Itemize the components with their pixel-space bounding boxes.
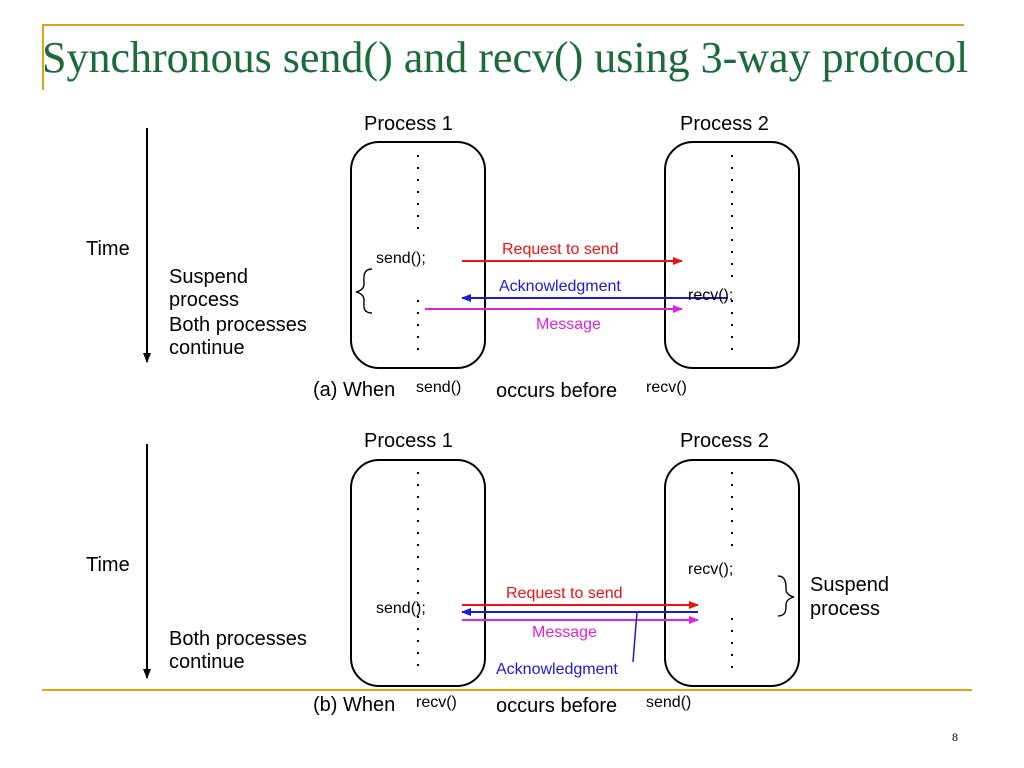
caption-middle-a: occurs before <box>496 380 618 402</box>
process2-box-a <box>664 141 800 369</box>
recv-call-b: recv(); <box>688 561 734 578</box>
title-frame-top-line <box>42 24 964 26</box>
suspend-brace-b <box>777 575 795 617</box>
title-frame-left-line <box>42 24 44 90</box>
suspend-label-a-line2: process <box>169 289 240 311</box>
continue-label-a-line2: continue <box>169 337 245 359</box>
caption-prefix-a: (a) When <box>313 379 396 401</box>
page-number: 8 <box>952 730 958 744</box>
time-label-a: Time <box>86 238 130 260</box>
caption-second-call-a: recv() <box>646 379 687 396</box>
footer-rule <box>42 689 972 691</box>
send-call-a: send(); <box>376 250 426 267</box>
caption-first-call-b: recv() <box>416 694 457 711</box>
suspend-label-b-line2: process <box>810 598 881 620</box>
ack-label-a: Acknowledgment <box>499 278 621 295</box>
caption-second-call-b: send() <box>646 694 692 711</box>
slide-title: Synchronous send() and recv() using 3-wa… <box>42 33 969 82</box>
caption-first-call-a: send() <box>416 379 462 396</box>
suspend-label-a-line1: Suspend <box>169 266 248 288</box>
process1-header-b: Process 1 <box>364 430 453 452</box>
process1-box-b <box>350 459 486 687</box>
process1-header-a: Process 1 <box>364 113 453 135</box>
ack-label-leader-b <box>632 611 638 663</box>
continue-label-b-line1: Both processes <box>169 628 307 650</box>
caption-prefix-b: (b) When <box>313 694 396 716</box>
message-label-a: Message <box>536 316 601 333</box>
recv-call-a: recv(); <box>688 287 734 304</box>
time-label-b: Time <box>86 554 130 576</box>
suspend-brace-a <box>355 268 373 314</box>
request-label-b: Request to send <box>506 585 623 602</box>
suspend-label-b-line1: Suspend <box>810 574 889 596</box>
process2-header-a: Process 2 <box>680 113 769 135</box>
request-label-a: Request to send <box>502 241 619 258</box>
continue-label-a-line1: Both processes <box>169 314 307 336</box>
message-label-b: Message <box>532 624 597 641</box>
process1-box-a <box>350 141 486 369</box>
process2-header-b: Process 2 <box>680 430 769 452</box>
caption-middle-b: occurs before <box>496 695 618 717</box>
process2-box-b <box>664 459 800 687</box>
send-call-b: send(); <box>376 600 426 617</box>
ack-label-b: Acknowledgment <box>496 661 618 678</box>
continue-label-b-line2: continue <box>169 651 245 673</box>
